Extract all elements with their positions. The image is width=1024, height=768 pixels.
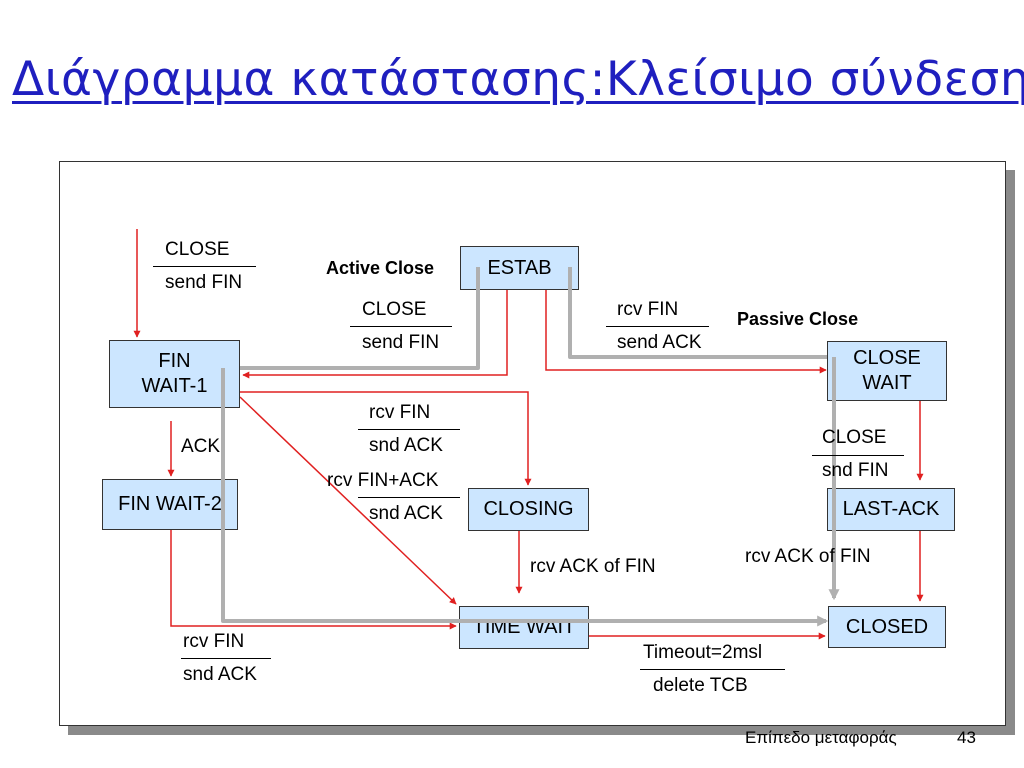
closing-ack-fin-label: rcv ACK of FIN	[530, 556, 656, 577]
estab-close-action-label: send FIN	[362, 332, 440, 353]
estab-rcv-fin-action-label: send ACK	[617, 332, 702, 353]
state-closing: CLOSING	[468, 488, 589, 531]
fw1-rcv-fin-ack-event-label: rcv FIN+ACK	[327, 470, 439, 491]
timeout-action-label: delete TCB	[653, 675, 748, 696]
fw2-rcv-fin-event-label: rcv FIN	[183, 631, 245, 652]
state-closed: CLOSED	[828, 606, 946, 648]
start-event-label: CLOSE	[165, 239, 230, 260]
arrow-estab-to-fin-wait-1	[242, 290, 508, 379]
fw2-rcv-fin-action-label: snd ACK	[183, 664, 257, 685]
timeout-event-label: Timeout=2msl	[643, 642, 763, 663]
active-close-heading: Active Close	[326, 258, 435, 278]
estab-rcv-fin-rule	[606, 326, 709, 327]
close-wait-action-label: snd FIN	[822, 460, 889, 481]
fw1-rcv-fin-rule	[358, 429, 460, 430]
footer-text: Επίπεδο μεταφοράς	[745, 728, 897, 747]
fw2-rcv-fin-rule	[181, 658, 271, 659]
fw1-rcv-fin-event-label: rcv FIN	[369, 402, 431, 423]
active-close-path	[221, 267, 829, 627]
estab-rcv-fin-event-label: rcv FIN	[617, 299, 679, 320]
timeout-rule	[640, 669, 785, 670]
arrow-fin-wait-1-to-closing	[240, 391, 532, 486]
arrow-estab-to-close-wait	[545, 290, 827, 374]
fw1-rcv-fin-ack-action-label: snd ACK	[369, 503, 443, 524]
estab-close-event-label: CLOSE	[362, 299, 427, 320]
page-number: 43	[957, 728, 976, 747]
slide-title: Διάγραμμα κατάστασης:Κλείσιμο σύνδεσης	[12, 52, 1024, 107]
state-estab: ESTAB	[460, 246, 579, 290]
passive-close-heading: Passive Close	[737, 309, 859, 329]
arrow-fin-wait-1-to-time-wait	[239, 396, 457, 605]
close-wait-event-label: CLOSE	[822, 427, 887, 448]
close-wait-rule	[812, 455, 904, 456]
arrow-fin-wait-2-to-time-wait	[170, 530, 457, 630]
start-action-label: send FIN	[165, 272, 243, 293]
fw1-rcv-fin-ack-rule	[358, 497, 460, 498]
passive-close-path	[568, 267, 840, 601]
fw1-rcv-fin-action-label: snd ACK	[369, 435, 443, 456]
state-time-wait: TIME WAIT	[459, 606, 589, 649]
estab-close-rule	[350, 326, 452, 327]
last-ack-fin-label: rcv ACK of FIN	[745, 546, 871, 567]
fw1-ack-label: ACK	[181, 436, 221, 457]
state-fin-wait-2: FIN WAIT-2	[102, 479, 238, 530]
start-label-rule	[153, 266, 256, 267]
state-last-ack: LAST-ACK	[827, 488, 955, 531]
